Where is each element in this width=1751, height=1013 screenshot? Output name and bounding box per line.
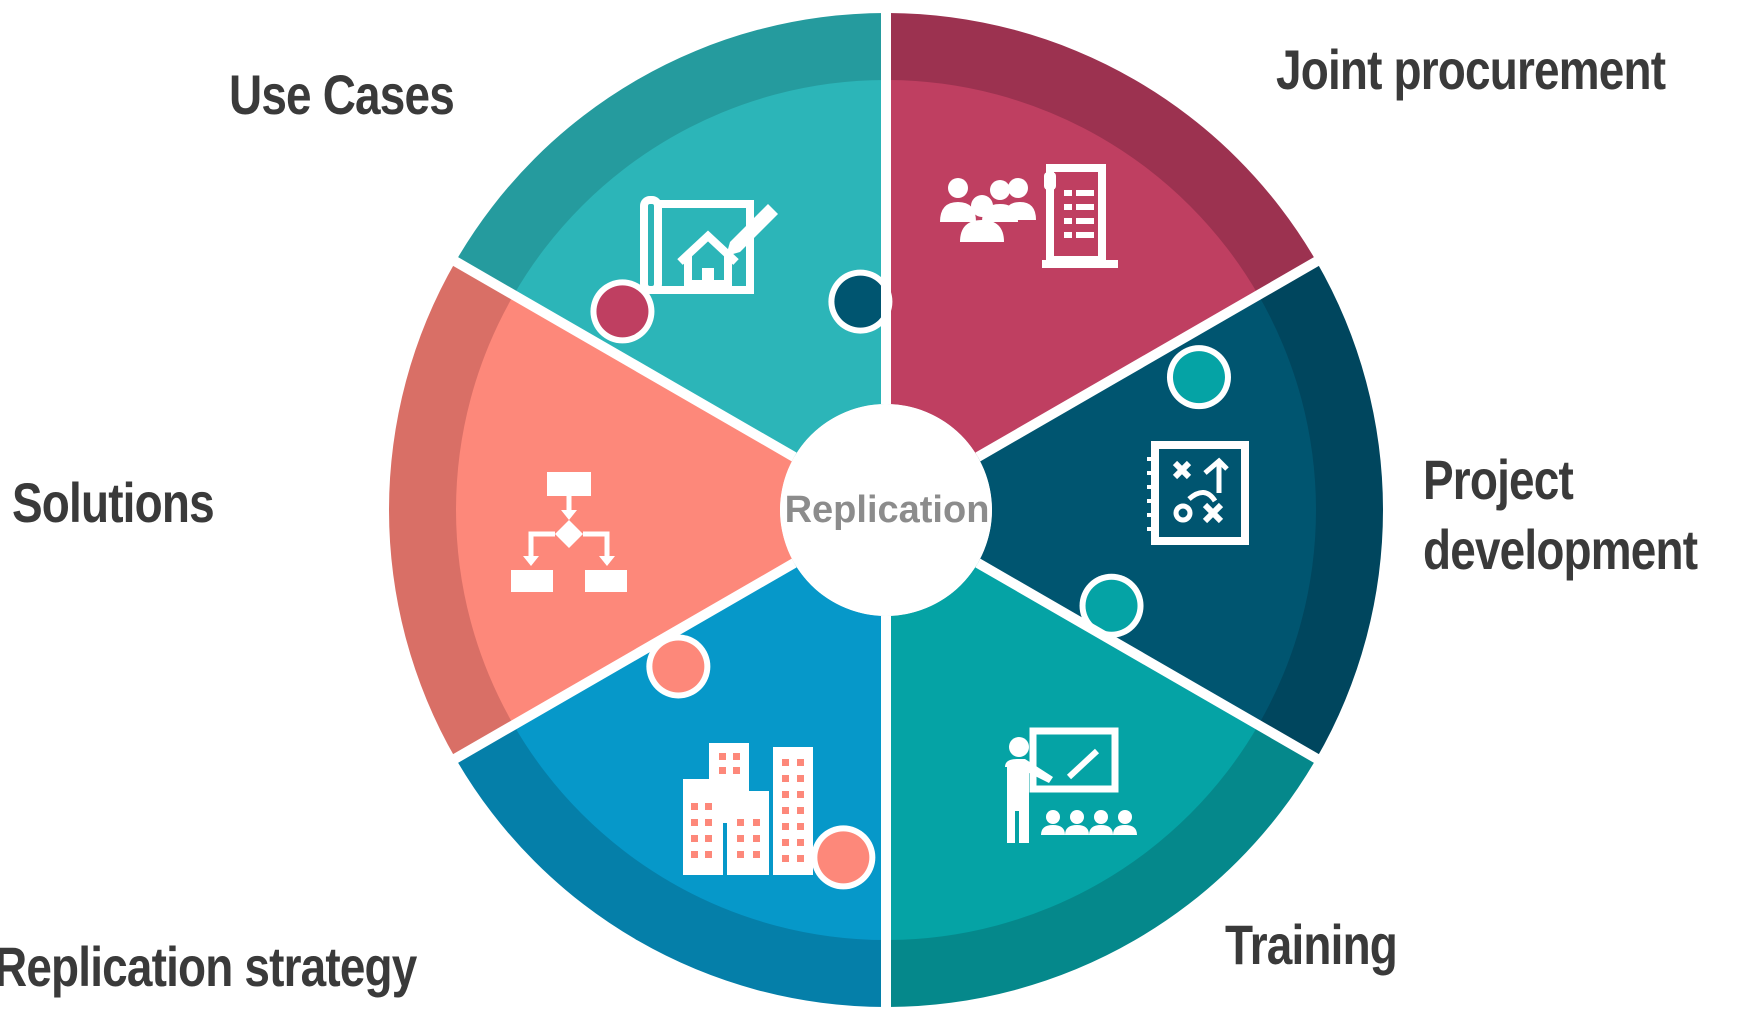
label-training: Training bbox=[1225, 913, 1398, 976]
label-replication-strategy: Replication strategy bbox=[0, 935, 417, 998]
puzzle-knob bbox=[1085, 579, 1138, 632]
puzzle-knob bbox=[596, 285, 649, 338]
center-hub bbox=[780, 404, 992, 616]
label-joint-procurement: Joint procurement bbox=[1276, 38, 1666, 101]
puzzle-knob bbox=[652, 640, 705, 693]
label-solutions: Solutions bbox=[12, 471, 215, 534]
blueprint-house-icon bbox=[640, 196, 778, 294]
presenter-icon bbox=[1005, 727, 1137, 843]
label-project-development-line-1: Project bbox=[1423, 448, 1574, 511]
piece-separator bbox=[975, 256, 1321, 462]
puzzle-knob bbox=[817, 831, 870, 884]
city-buildings-icon bbox=[683, 743, 813, 875]
puzzle-knob bbox=[834, 275, 887, 328]
label-project-development-line-2: development bbox=[1423, 518, 1698, 581]
piece-separator bbox=[451, 558, 797, 764]
piece-replication-strategy bbox=[456, 295, 795, 725]
flowchart-icon bbox=[511, 472, 627, 592]
piece-project-development bbox=[886, 563, 1259, 940]
piece-separator bbox=[975, 558, 1321, 764]
piece-separator bbox=[451, 256, 797, 462]
label-project-development: Project development bbox=[1423, 445, 1698, 585]
strategy-board-icon bbox=[1147, 441, 1249, 545]
meeting-document-icon bbox=[940, 164, 1118, 268]
center-label: Replication bbox=[784, 489, 990, 531]
label-use-cases: Use Cases bbox=[229, 63, 455, 126]
piece-joint-procurement bbox=[977, 295, 1316, 725]
piece-solutions bbox=[513, 80, 886, 457]
piece-use-cases bbox=[886, 80, 1259, 457]
puzzle-knob bbox=[1172, 351, 1225, 404]
